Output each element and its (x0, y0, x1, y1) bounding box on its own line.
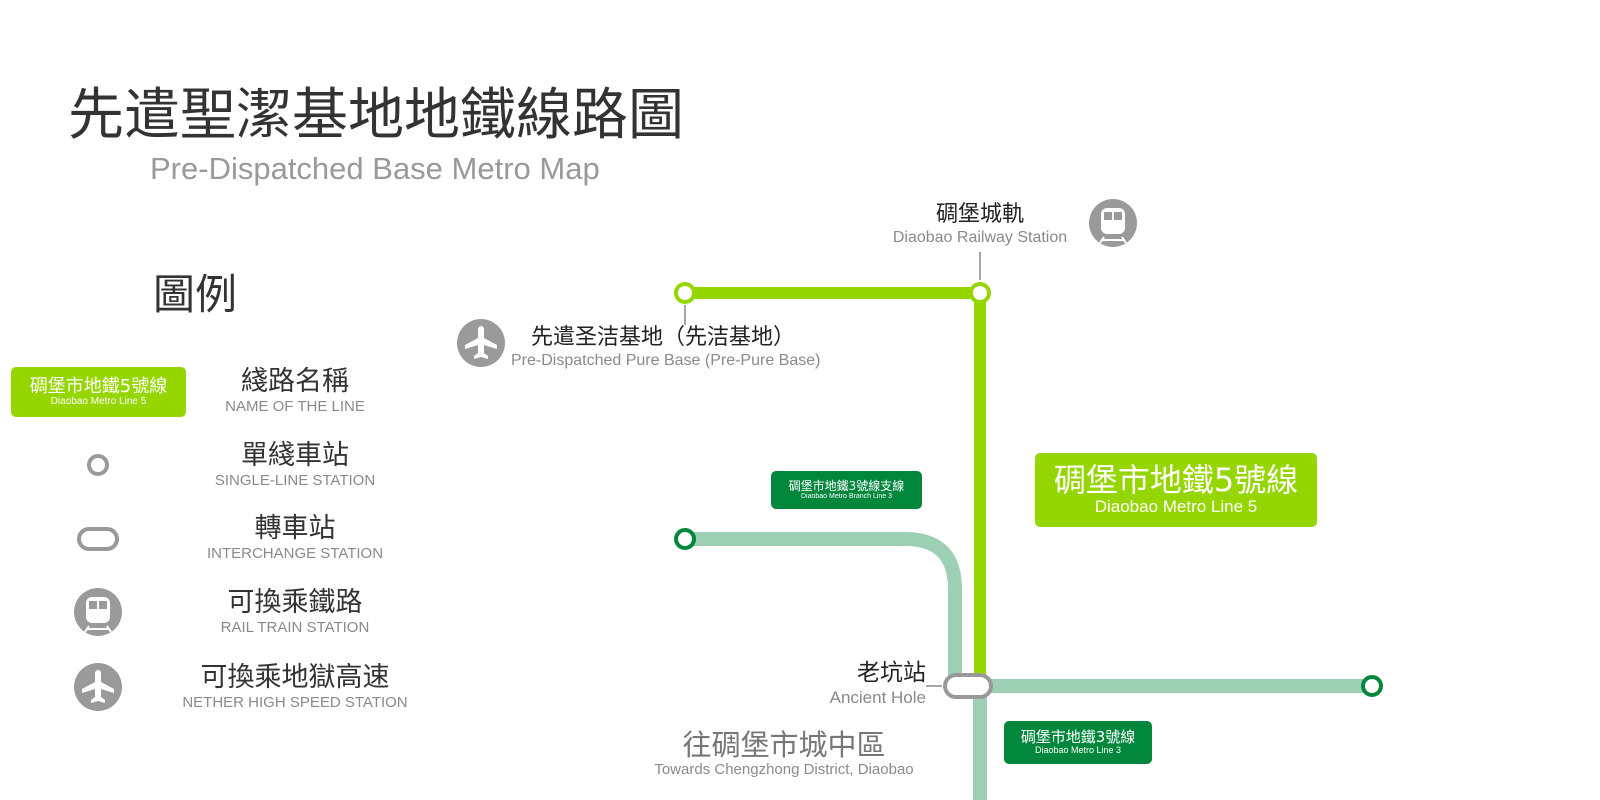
legend-train-icon (74, 588, 122, 636)
legend-item-rail: 可換乘鐵路 RAIL TRAIN STATION (220, 587, 370, 637)
map-title: 先遣聖潔基地地鐵線路圖 (68, 83, 684, 148)
legend-item-line-name: 綫路名稱 NAME OF THE LINE (225, 366, 365, 416)
single-station-icon (87, 454, 109, 476)
line3-badge: 碉堡市地鐵3號線 Diaobao Metro Line 3 (1004, 721, 1152, 764)
direction-label: 往碉堡市城中區 Towards Chengzhong District, Dia… (654, 728, 914, 778)
legend-line-badge: 碉堡市地鐵5號線 Diaobao Metro Line 5 (11, 367, 186, 417)
legend-item-interchange: 轉車站 INTERCHANGE STATION (206, 513, 384, 563)
station-base (674, 282, 696, 304)
legend-badge-zh: 碉堡市地鐵5號線 (29, 375, 168, 397)
legend-item-single-station: 單綫車站 SINGLE-LINE STATION (214, 440, 376, 490)
airplane-icon (457, 319, 505, 367)
interchange-station-icon (77, 527, 119, 551)
legend-badge-en: Diaobao Metro Line 5 (50, 396, 147, 408)
branch3-badge: 碉堡市地鐵3號線支線 Diaobao Metro Branch Line 3 (771, 471, 922, 509)
interchange-ancient-hole (943, 673, 993, 699)
station-branch-end (674, 528, 696, 550)
train-icon (1089, 199, 1137, 247)
legend-title: 圖例 (153, 270, 238, 319)
line5-badge: 碉堡市地鐵5號線 Diaobao Metro Line 5 (1035, 453, 1317, 527)
label-ancient-hole: 老坑站 Ancient Hole (829, 660, 926, 707)
station-railway (969, 282, 991, 304)
station-line3-east-end (1361, 675, 1383, 697)
legend-airplane-icon (74, 663, 122, 711)
legend-item-nether: 可換乘地獄高速 NETHER HIGH SPEED STATION (182, 662, 408, 712)
label-base-station: 先遣圣洁基地（先洁基地） Pre-Dispatched Pure Base (P… (511, 325, 821, 370)
map-subtitle: Pre-Dispatched Base Metro Map (150, 151, 600, 186)
line3-branch-track (685, 532, 962, 686)
label-railway-station: 碉堡城軌 Diaobao Railway Station (892, 202, 1068, 247)
